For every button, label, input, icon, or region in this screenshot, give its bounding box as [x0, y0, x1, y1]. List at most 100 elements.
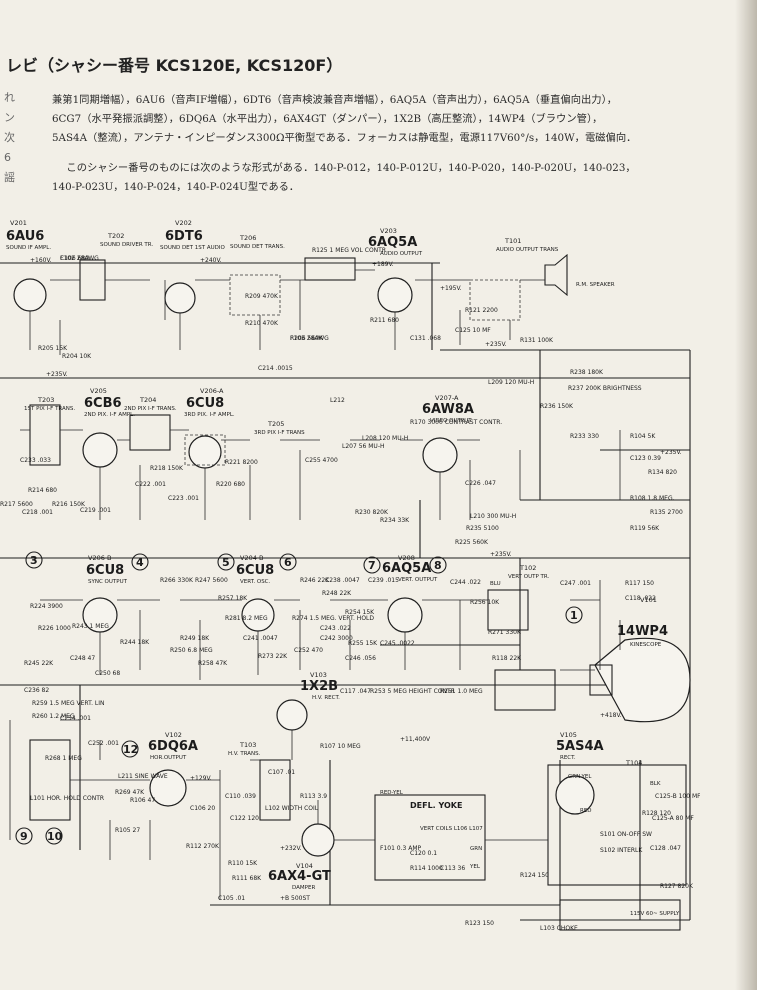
tube-v203	[377, 277, 413, 313]
component-value: C123 0.39	[630, 455, 661, 462]
component-value: C252 470	[294, 647, 323, 654]
component-value: L212	[330, 397, 345, 404]
component-value: R127 820K	[660, 883, 694, 890]
speaker-symbol	[544, 253, 568, 297]
tube-function: 3RD PIX. I-F AMPL.	[184, 412, 235, 418]
voltage-label: +240V.	[200, 257, 222, 264]
transformer-function: H.V. TRANS.	[228, 751, 261, 757]
section-title: レビ（シャシー番号 KCS120E, KCS120F）	[6, 56, 343, 75]
transformer-labels: T202 SOUND DRIVER TR. T206 SOUND DET TRA…	[24, 232, 642, 767]
component-value: C222 .001	[135, 481, 166, 488]
test-point: 7	[363, 556, 381, 574]
svg-text:6: 6	[284, 556, 292, 569]
component-value: R243 1 MEG	[72, 623, 109, 630]
test-point: 3	[25, 551, 43, 569]
schematic-label: VERT COILS L106 L107	[420, 826, 483, 832]
component-value: R234 33K	[380, 517, 410, 524]
component-value: R117 150	[625, 580, 654, 587]
component-value: L208 120 MU-H	[362, 435, 408, 442]
tube-v206a	[188, 435, 222, 469]
tube-function: DAMPER	[292, 885, 315, 891]
component-value: C233 .033	[20, 457, 51, 464]
tube-function: KINESCOPE	[630, 642, 662, 648]
voltage-label: +189V.	[372, 261, 394, 268]
tube-type: 6DT6	[165, 229, 203, 244]
transformer-ref: T101	[504, 237, 521, 245]
svg-text:5: 5	[222, 556, 230, 569]
test-point: 1	[565, 606, 583, 624]
component-value: F101 0.3 AMP	[380, 845, 422, 852]
voltage-label: +B 500ST	[280, 895, 310, 902]
transformer-function: 2ND PIX I-F TRANS.	[124, 406, 177, 412]
component-value: S102 INTERLK	[600, 847, 643, 854]
tube-type: 6AQ5A	[368, 235, 417, 250]
component-value: R253 5 MEG HEIGHT CONTR	[370, 688, 455, 695]
component-value: R135 2700	[650, 509, 683, 516]
test-point: 6	[279, 553, 297, 571]
tube-type: 6AU6	[6, 229, 44, 244]
component-value: R111 68K	[232, 875, 262, 882]
tube-v202	[164, 282, 196, 314]
tube-type: 6AQ5A	[382, 561, 431, 576]
tube-function: SYNC OUTPUT	[88, 579, 128, 585]
transformer-ref: T206	[239, 234, 256, 242]
component-value: C106 680	[60, 255, 89, 262]
component-value: R248 22K	[322, 590, 352, 597]
component-value: R273 22K	[258, 653, 288, 660]
component-value: C255 4700	[305, 457, 338, 464]
test-point: 9	[15, 827, 33, 845]
body-paragraph-tube-lineup: 兼第1同期増幅），6AU6（音声IF増幅），6DT6（音声検波兼音声増幅），6A…	[52, 94, 637, 144]
tube-ref: V205	[90, 387, 107, 395]
tube-ref: V202	[175, 219, 192, 227]
component-value: C254 .001	[60, 715, 91, 722]
wiring-detail	[9, 269, 621, 900]
svg-text:7: 7	[368, 559, 376, 572]
margin-char: ン	[4, 111, 15, 124]
transformer-function: 1ST PIX I-F TRANS.	[24, 406, 75, 412]
voltage-labels: +160V. +240V. +189V. +195V. +235V. +235V…	[30, 257, 682, 902]
tube-labels: V201 6AU6 SOUND IF AMPL. V202 6DT6 SOUND…	[6, 219, 668, 891]
voltage-label: +129V.	[190, 775, 212, 782]
component-value: R106 47	[130, 797, 155, 804]
component-value: R244 18K	[120, 639, 150, 646]
component-value: C120 0.1	[410, 850, 437, 857]
component-value: R206 560K	[290, 335, 324, 342]
component-value: C236 82	[24, 687, 49, 694]
component-boxes	[29, 257, 687, 931]
component-value: R123 150	[465, 920, 494, 927]
schematic-label: RED	[580, 808, 592, 814]
svg-text:4: 4	[136, 556, 144, 569]
tube-ref: V203	[380, 227, 397, 235]
tube-ref: V204-B	[240, 554, 263, 562]
tube-type: 6CB6	[84, 396, 122, 411]
tube-v201	[13, 278, 47, 312]
component-value: C223 .001	[168, 495, 199, 502]
component-value: R237 200K BRIGHTNESS	[568, 385, 642, 392]
voltage-label: +235V.	[46, 371, 68, 378]
component-value: C218 .001	[22, 509, 53, 516]
component-value: C107 .01	[268, 769, 295, 776]
component-value: R170 3000 CONTRAST CONTR.	[410, 419, 502, 426]
component-value: R204 10K	[62, 353, 92, 360]
tube-function: VIDEO OUTPUT	[430, 418, 472, 424]
transformer-function: SOUND DRIVER TR.	[100, 242, 153, 248]
tube-ref: V104	[296, 862, 313, 870]
component-value: R113 3.9	[300, 793, 327, 800]
test-points: 1 3 4 5 6 7 8 9 10 12	[15, 551, 583, 845]
tube-v207a	[422, 437, 458, 473]
tube-type: 14WP4	[617, 624, 668, 639]
margin-char: 6	[4, 151, 11, 164]
test-point: 5	[217, 553, 235, 571]
component-value: L103 CHOKE	[540, 925, 578, 932]
svg-text:10: 10	[47, 830, 63, 843]
tube-function: SOUND DET 1ST AUDIO	[160, 245, 226, 251]
component-value: R131 100K	[520, 337, 554, 344]
transformer-ref: T202	[107, 232, 124, 240]
svg-text:3: 3	[30, 554, 38, 567]
component-value: C241 .0047	[243, 635, 278, 642]
tube-ref: V101	[640, 596, 657, 604]
component-value: L209 120 MU-H	[488, 379, 534, 386]
component-value: C106 20	[190, 805, 215, 812]
component-value: R230 820K	[355, 509, 389, 516]
component-value: C214 .0015	[258, 365, 293, 372]
